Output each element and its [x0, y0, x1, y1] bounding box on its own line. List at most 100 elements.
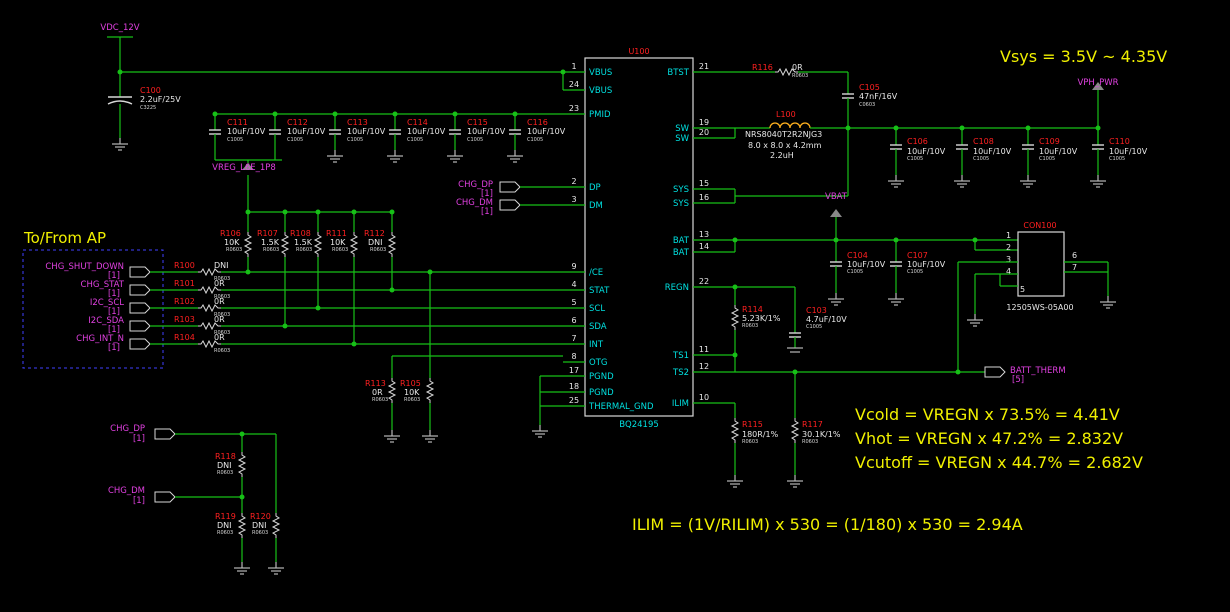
- regn-ts-network: R114 5.23K/1% R0603 C103 4.7uF/10V C1005…: [715, 262, 1066, 488]
- ic-left-pin-number: 24: [569, 80, 579, 89]
- ic-right-pin-number: 15: [699, 179, 709, 188]
- ic-u100: U100 BQ24195 1VBUS24VBUS23PMID2DP3DM9/CE…: [563, 47, 715, 430]
- usb-dni-network: CHG_DP [1] CHG_DM [1] R118 DNI R0603 R11…: [108, 424, 285, 575]
- pmid-cap-ref: C111: [227, 118, 248, 127]
- r116-val: 0R: [792, 63, 803, 72]
- ap-signal-port: [129, 320, 151, 332]
- ic-right-pin-number: 19: [699, 118, 709, 127]
- vph-cap-value: 10uF/10V: [907, 147, 946, 156]
- r120-ref: R120: [250, 512, 271, 521]
- ic-right-pin-name: SYS: [673, 199, 689, 209]
- ic-right-pin-number: 11: [699, 345, 709, 354]
- con-pin-2: 2: [1006, 243, 1011, 252]
- ic-right-pin-number: 14: [699, 242, 709, 251]
- vph-cap-ref: C109: [1039, 137, 1060, 146]
- ground-symbol: [1019, 174, 1037, 188]
- sys-network: VBAT: [715, 128, 849, 262]
- ap-signal-name: I2C_SDA: [88, 316, 124, 326]
- con-pin-6: 6: [1072, 251, 1077, 260]
- r120-val: DNI: [252, 521, 267, 530]
- ap-signal-name: I2C_SCL: [90, 298, 124, 308]
- c105-val: 47nF/16V: [859, 92, 898, 101]
- l100-part: NRS8040T2R2NJG3: [745, 130, 822, 139]
- ic-right-pin-number: 21: [699, 62, 709, 71]
- ap-signal-port: [129, 338, 151, 350]
- ic-left-pin-name: INT: [589, 340, 604, 350]
- series-resistor-pkg: R0603: [214, 294, 230, 300]
- pmid-capacitor: [208, 129, 222, 135]
- pullup-pkg: R0603: [370, 247, 386, 253]
- series-resistor-value: 0R: [214, 279, 225, 288]
- r115-ref: R115: [742, 420, 763, 429]
- ic-left-pin-name: PGND: [589, 388, 614, 398]
- chip-dp-sheet: [1]: [481, 189, 493, 199]
- pmid-capacitor-bank: C11110uF/10VC1005C11210uF/10VC1005C11310…: [208, 111, 566, 213]
- ic-right-pin-number: 10: [699, 393, 709, 402]
- ic-left-pin-name: DP: [589, 183, 601, 193]
- ic-right-pin-name: SYS: [673, 185, 689, 195]
- c100-pkg: C3225: [140, 105, 156, 111]
- ic-right-pin-name: TS1: [672, 351, 689, 361]
- pullup-ref: R111: [326, 229, 347, 238]
- ic-left-pin-number: 7: [571, 334, 576, 343]
- series-resistor-value: DNI: [214, 261, 229, 270]
- ic-right-pin-name: REGN: [665, 283, 689, 293]
- pullup-ref: R112: [364, 229, 385, 238]
- r113-val: 0R: [372, 388, 383, 397]
- ic-left-pin-number: 5: [571, 298, 576, 307]
- pullup-resistor: [314, 231, 322, 258]
- ic-left-pin-name: OTG: [589, 358, 607, 368]
- pullup-pkg: R0603: [296, 247, 312, 253]
- vph-cap-pkg: C1005: [907, 156, 923, 162]
- ground-symbol: [1089, 174, 1107, 188]
- ic-right-pin-name: SW: [675, 134, 689, 144]
- ic-left-pin-name: /CE: [589, 268, 603, 278]
- pullup-ref: R107: [257, 229, 278, 238]
- design-notes: Vsys = 3.5V ~ 4.35V Vcold = VREGN x 73.5…: [632, 47, 1167, 534]
- c107-pkg: C1005: [907, 269, 923, 275]
- ic-body: [584, 57, 694, 417]
- ic-right-pin-number: 16: [699, 193, 709, 202]
- series-resistor-ref: R100: [174, 261, 195, 270]
- r120-pkg: R0603: [252, 530, 268, 536]
- ic-left-pin-number: 4: [571, 280, 576, 289]
- ic-left-pin-number: 17: [569, 366, 579, 375]
- pmid-cap-pkg: C1005: [467, 137, 483, 143]
- vph-cap-value: 10uF/10V: [973, 147, 1012, 156]
- ap-signal-sheet: [1]: [108, 343, 120, 353]
- junction-dot: [512, 111, 518, 117]
- pmid-cap-pkg: C1005: [227, 137, 243, 143]
- ic-right-pin-number: 20: [699, 128, 709, 137]
- ground-symbol: [887, 174, 905, 188]
- r113-ref: R113: [365, 379, 386, 388]
- ic-left-pin-number: 23: [569, 104, 579, 113]
- pmid-capacitor: [268, 129, 282, 135]
- ic-left-pin-number: 6: [571, 316, 576, 325]
- junction-dot: [212, 111, 218, 117]
- vph-capacitor: [955, 144, 969, 150]
- series-resistor-value: 0R: [214, 333, 225, 342]
- vph-cap-ref: C106: [907, 137, 928, 146]
- series-resistor-ref: R104: [174, 333, 195, 342]
- ic-left-pin-number: 9: [571, 262, 576, 271]
- batt-therm-label: BATT_THERM: [1010, 366, 1066, 376]
- pmid-cap-ref: C115: [467, 118, 488, 127]
- ic-left-pin-number: 1: [571, 62, 576, 71]
- series-resistor-value: 0R: [214, 315, 225, 324]
- c104-val: 10uF/10V: [847, 260, 886, 269]
- ic-right-pin-name: TS2: [672, 368, 689, 378]
- r118-val: DNI: [217, 461, 232, 470]
- pullup-ref: R106: [220, 229, 241, 238]
- r117-pkg: R0603: [802, 439, 818, 445]
- pmid-cap-ref: C116: [527, 118, 548, 127]
- ic-left-pins: 1VBUS24VBUS23PMID2DP3DM9/CE4STAT5SCL6SDA…: [563, 62, 654, 412]
- con-pin-4: 4: [1006, 267, 1011, 276]
- series-resistor-pkg: R0603: [214, 330, 230, 336]
- c103-ref: C103: [806, 306, 827, 315]
- c105-ref: C105: [859, 83, 880, 92]
- ic-left-pin-name: VBUS: [589, 68, 612, 78]
- r115-val: 180R/1%: [742, 430, 779, 439]
- pullup-pkg: R0603: [332, 247, 348, 253]
